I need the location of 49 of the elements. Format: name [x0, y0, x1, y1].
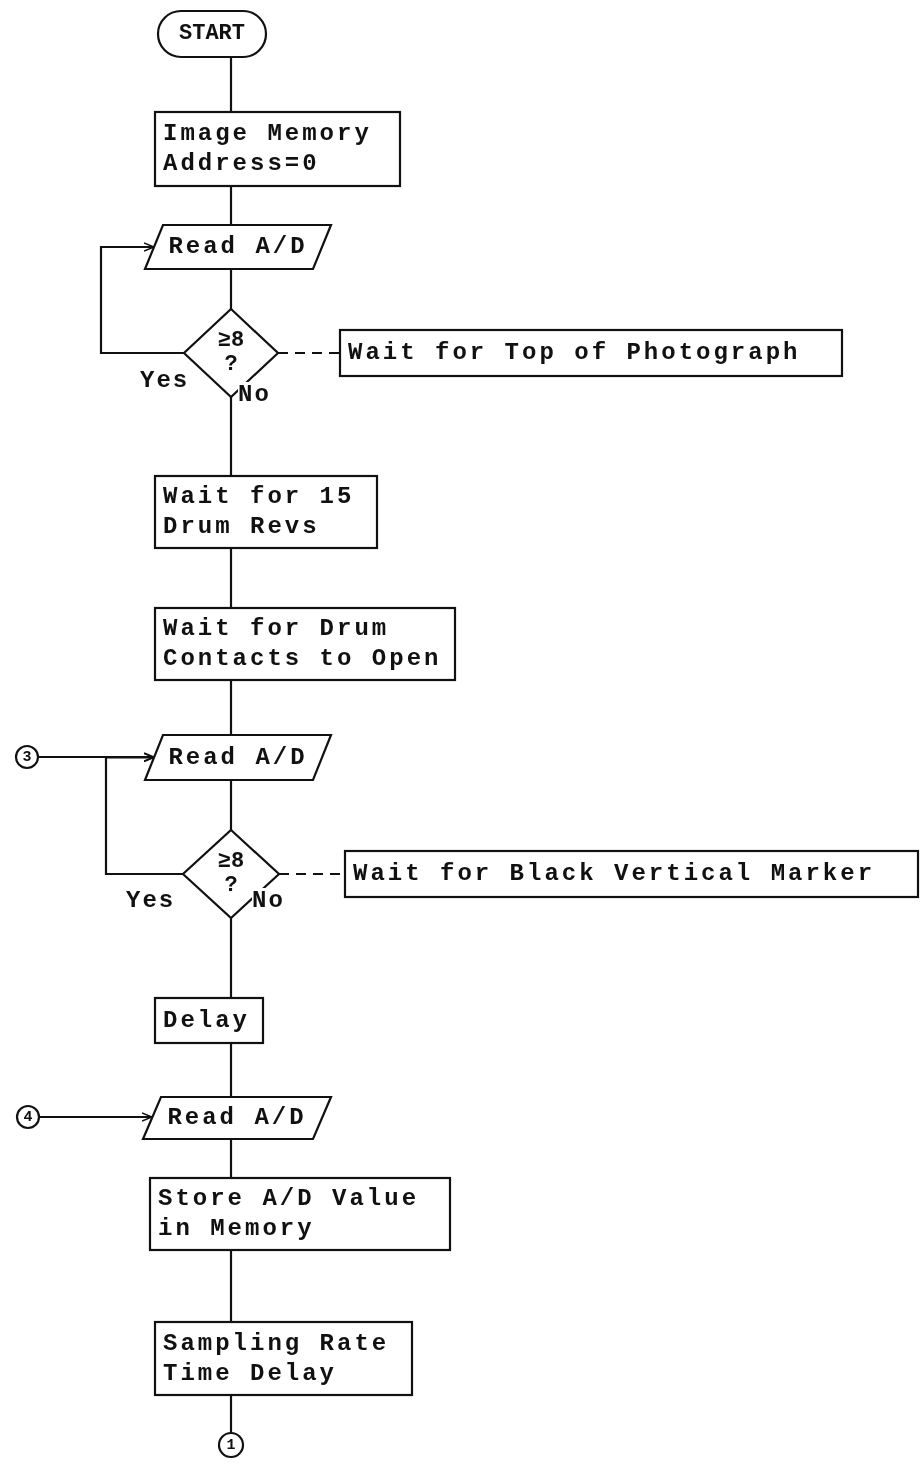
node-text: Wait for Black Vertical Marker: [352, 859, 877, 889]
decision-text: ≥8 ?: [216, 850, 246, 898]
node-text: Wait for 15 Drum Revs: [162, 482, 356, 542]
process-box: [340, 330, 842, 376]
process-box: [155, 608, 455, 680]
node-text: Delay: [162, 1005, 251, 1036]
start-terminal: [158, 11, 266, 57]
process-box: [155, 112, 400, 186]
flow-line: [229, 680, 233, 735]
connector-circle: [16, 746, 38, 768]
flow-line: [229, 1395, 233, 1433]
flow-line: [229, 1250, 233, 1322]
connector-circle: [17, 1106, 39, 1128]
connector-number: 4: [23, 1109, 33, 1125]
flow-line: [229, 548, 233, 608]
flow-line: [229, 918, 233, 998]
arrow: [104, 752, 183, 876]
connector-number: 3: [22, 749, 32, 765]
node-text: Read A/D: [167, 1103, 307, 1133]
flow-line: [229, 397, 233, 476]
decision-text: ≥8 ?: [216, 329, 246, 377]
flow-line: [229, 1043, 233, 1097]
process-box: [155, 1322, 412, 1395]
flow-line: [229, 780, 233, 830]
flow-line: [229, 269, 233, 309]
connector-circle: [219, 1433, 243, 1457]
node-text: Sampling Rate Time Delay: [162, 1328, 391, 1389]
arrow: [99, 242, 184, 355]
input-parallelogram: [145, 735, 331, 780]
arrow: [38, 752, 155, 762]
node-text: Read A/D: [168, 742, 308, 773]
input-parallelogram: [145, 225, 331, 269]
node-text: Read A/D: [168, 232, 308, 262]
arrow: [39, 1112, 153, 1122]
node-text: START: [179, 20, 245, 48]
dashed-connector: [278, 351, 340, 355]
connector-number: 1: [226, 1437, 236, 1453]
flow-line: [229, 186, 233, 225]
node-text: Image Memory Address=0: [162, 119, 373, 179]
flow-line: [229, 1139, 233, 1178]
process-box: [150, 1178, 450, 1250]
input-parallelogram: [143, 1097, 331, 1139]
process-box: [155, 476, 377, 548]
node-text: Wait for Top of Photograph: [347, 338, 802, 368]
node-text: Wait for Drum Contacts to Open: [162, 614, 443, 674]
process-box: [155, 998, 263, 1043]
node-text: Store A/D Value in Memory: [157, 1184, 421, 1244]
process-box: [345, 851, 918, 897]
flow-line: [229, 57, 233, 112]
